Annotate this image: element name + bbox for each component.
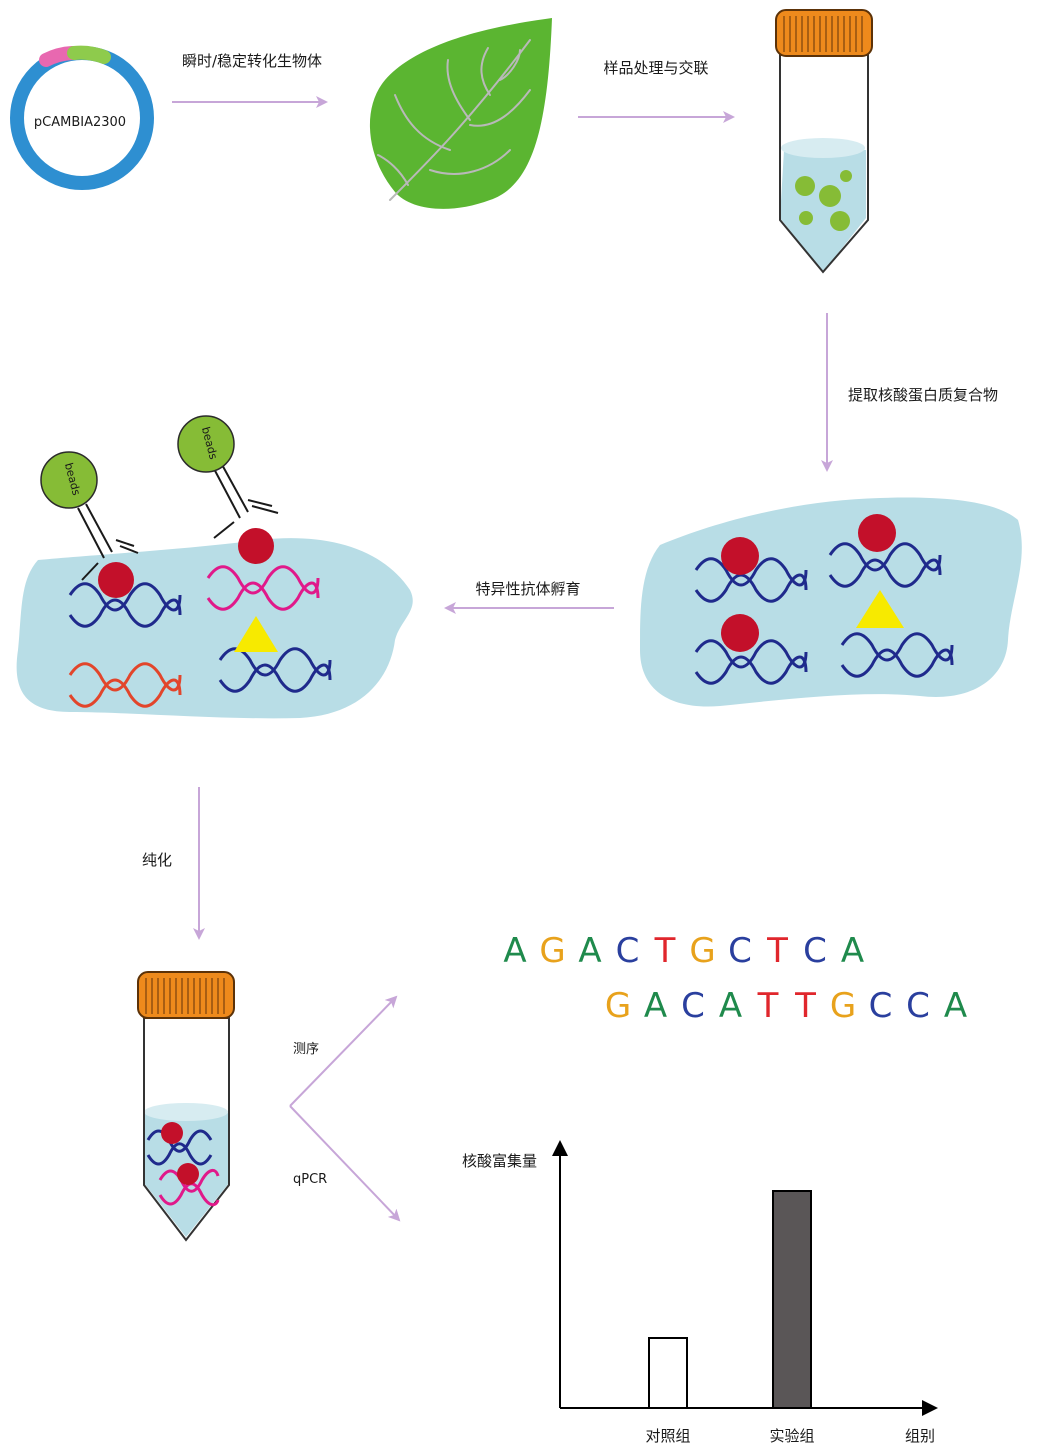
sequence-base: C bbox=[681, 986, 705, 1026]
dna-target bbox=[206, 565, 320, 611]
x-tick-label: 对照组 bbox=[645, 1427, 690, 1445]
purified-tube bbox=[137, 971, 235, 1242]
sequence-base: G bbox=[830, 986, 856, 1026]
dna-nontarget bbox=[68, 662, 182, 708]
fork-arrows bbox=[289, 995, 401, 1222]
x-tick-label: 实验组 bbox=[769, 1427, 814, 1445]
tissue-particles bbox=[795, 170, 852, 231]
tube-cap bbox=[775, 9, 873, 57]
magnetic-bead bbox=[40, 451, 98, 509]
chromatin-complex bbox=[640, 497, 1022, 707]
sequence-base: A bbox=[644, 986, 667, 1026]
antibody bbox=[77, 503, 139, 581]
sequence-base: A bbox=[719, 986, 742, 1026]
leaf-veins bbox=[377, 39, 531, 201]
sequence-base: C bbox=[616, 931, 640, 971]
leaf bbox=[369, 18, 552, 209]
sequence-base: A bbox=[944, 986, 967, 1026]
plasmid-label: pCAMBIA2300 bbox=[34, 115, 126, 130]
sequence-base: A bbox=[578, 931, 601, 971]
sequence-base: G bbox=[605, 986, 631, 1026]
sequence-base: C bbox=[803, 931, 827, 971]
tube-liquid bbox=[780, 150, 866, 272]
sequence-base: T bbox=[794, 986, 816, 1026]
sequence-base: C bbox=[728, 931, 752, 971]
y-axis-label: 核酸富集量 bbox=[462, 1152, 537, 1170]
sequence-base: G bbox=[689, 931, 715, 971]
step-crosslink-label: 样品处理与交联 bbox=[603, 59, 708, 77]
protein-bound bbox=[721, 537, 759, 575]
step-sequencing-label: 测序 bbox=[293, 1042, 319, 1057]
bar-control bbox=[648, 1337, 688, 1409]
dna-helices-right bbox=[694, 542, 954, 685]
sequence-base: T bbox=[766, 931, 788, 971]
sequence-base: T bbox=[757, 986, 779, 1026]
step-extract-label: 提取核酸蛋白质复合物 bbox=[848, 386, 998, 404]
bar-experiment bbox=[772, 1190, 812, 1409]
sequence-base: C bbox=[906, 986, 930, 1026]
protein-bound bbox=[721, 614, 759, 652]
sequence-base: T bbox=[654, 931, 676, 971]
bars bbox=[648, 1190, 812, 1409]
leaf-blade bbox=[369, 18, 552, 209]
sequence-base: A bbox=[503, 931, 526, 971]
antibody-incubation: beads beads bbox=[16, 415, 413, 719]
step-incubate-label: 特异性抗体孵育 bbox=[475, 580, 580, 598]
x-axis-label: 组别 bbox=[905, 1427, 935, 1445]
enrichment-chart: 核酸富集量 组别 对照组 实验组 bbox=[462, 1140, 938, 1445]
magnetic-bead bbox=[177, 415, 235, 473]
lysate-blob-left bbox=[16, 538, 413, 719]
x-tick-labels: 对照组 实验组 bbox=[645, 1427, 814, 1445]
sequence-base: A bbox=[841, 931, 864, 971]
sequence-base: C bbox=[869, 986, 893, 1026]
sequence-base: G bbox=[539, 931, 565, 971]
protein-target bbox=[858, 514, 896, 552]
step-qpcr-label: qPCR bbox=[293, 1172, 327, 1187]
cofactor-triangle bbox=[856, 590, 904, 628]
sample-tube bbox=[775, 9, 873, 274]
plasmid-gene-segment bbox=[67, 45, 111, 64]
step-purify-label: 纯化 bbox=[142, 851, 172, 869]
plasmid: pCAMBIA2300 bbox=[10, 45, 154, 190]
step-transform-label: 瞬时/稳定转化生物体 bbox=[182, 52, 322, 70]
